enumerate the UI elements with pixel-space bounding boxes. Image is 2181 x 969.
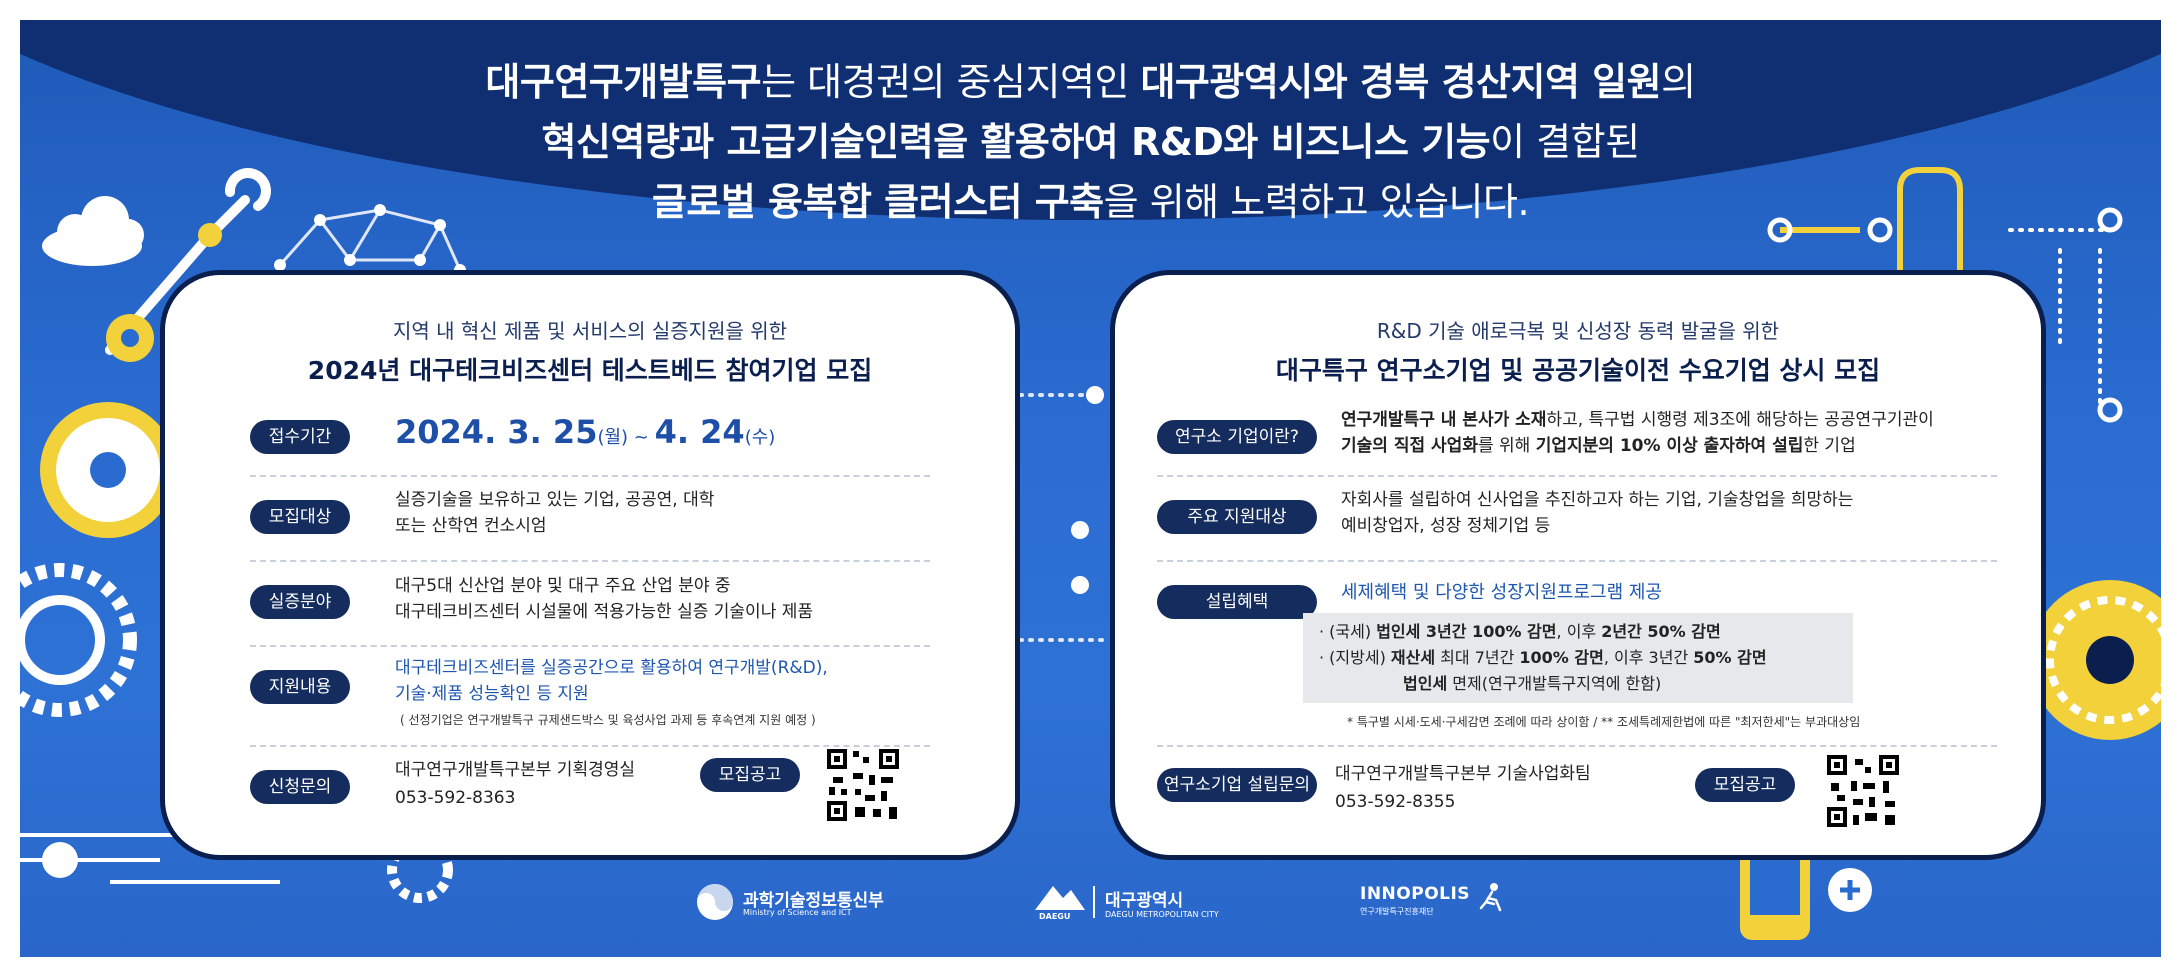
notice-button[interactable]: 모집공고 xyxy=(1695,768,1795,802)
period-label-pill: 접수기간 xyxy=(250,420,350,454)
phone-icon xyxy=(1740,840,1810,940)
period-date: 2024. 3. 25(월) ~ 4. 24(수) xyxy=(395,413,776,451)
headline-line-1: 대구연구개발특구는 대경권의 중심지역인 대구광역시와 경북 경산지역 일원의 xyxy=(485,60,1696,104)
contact-phone: 053-592-8363 xyxy=(395,788,516,808)
network-node-icons xyxy=(274,204,466,276)
target-text-2: 또는 산학연 컨소시엄 xyxy=(395,516,547,536)
support-label-pill: 지원내용 xyxy=(250,670,350,704)
target-text-2: 예비창업자, 성장 정체기업 등 xyxy=(1341,516,1551,536)
what-text-2: 기술의 직접 사업화를 위해 기업지분의 10% 이상 출자하여 설립한 기업 xyxy=(1341,436,1856,456)
divider xyxy=(250,475,930,477)
support-text-2: 기술·제품 성능확인 등 지원 xyxy=(395,684,589,704)
benefit-box: · (국세) 법인세 3년간 100% 감면, 이후 2년간 50% 감면 · … xyxy=(1303,613,1853,703)
contact-label-pill: 신청문의 xyxy=(250,770,350,804)
gear-left-bottom-icon xyxy=(20,563,137,717)
target-label-pill: 모집대상 xyxy=(250,500,350,534)
connector-ring-icons xyxy=(1071,386,1104,594)
target-label-pill: 주요 지원대상 xyxy=(1157,500,1317,534)
divider xyxy=(1157,475,1997,477)
benefit-local-tax: · (지방세) 재산세 최대 7년간 100% 감면, 이후 3년간 50% 감… xyxy=(1319,648,1767,667)
contact-team: 대구연구개발특구본부 기술사업화팀 xyxy=(1335,764,1591,784)
support-note: ( 선정기업은 연구개발특구 규제샌드박스 및 육성사업 과제 등 후속연계 지… xyxy=(400,713,816,727)
connector-dots xyxy=(1018,393,1112,642)
divider xyxy=(1157,560,1997,562)
card-subtitle: 지역 내 혁신 제품 및 서비스의 실증지원을 위한 xyxy=(392,319,788,343)
contact-phone: 053-592-8355 xyxy=(1335,792,1456,812)
benefit-note: * 특구별 시세·도세·구세감면 조례에 따라 상이함 / ** 조세특례제한법… xyxy=(1347,715,1861,729)
headline: 대구연구개발특구는 대경권의 중심지역인 대구광역시와 경북 경산지역 일원의 … xyxy=(20,52,2161,232)
circuit-lines-right xyxy=(1780,167,1963,320)
card-title: 대구특구 연구소기업 및 공공기술이전 수요기업 상시 모집 xyxy=(1275,356,1881,385)
what-text-1: 연구개발특구 내 본사가 소재하고, 특구법 시행령 제3조에 해당하는 공공연… xyxy=(1341,410,1934,430)
qr-code-icon[interactable] xyxy=(825,747,901,823)
runner-icon xyxy=(1479,883,1502,912)
research-institute-company-card: R&D 기술 애로극복 및 신성장 동력 발굴을 위한 대구특구 연구소기업 및… xyxy=(1110,270,2046,860)
card-title: 2024년 대구테크비즈센터 테스트베드 참여기업 모집 xyxy=(307,356,873,385)
benefit-national-tax: · (국세) 법인세 3년간 100% 감면, 이후 2년간 50% 감면 xyxy=(1319,622,1721,641)
mountain-logo-icon xyxy=(1035,886,1085,910)
field-text-1: 대구5대 신산업 분야 및 대구 주요 산업 분야 중 xyxy=(395,576,731,596)
divider xyxy=(250,645,930,647)
field-label-pill: 실증분야 xyxy=(250,585,350,619)
headline-line-2: 혁신역량과 고급기술인력을 활용하여 R&D와 비즈니스 기능이 결합된 xyxy=(541,120,1640,164)
divider xyxy=(1157,745,1997,747)
circuit-ring-icons xyxy=(1767,207,2123,423)
support-text-1: 대구테크비즈센터를 실증공간으로 활용하여 연구개발(R&D), xyxy=(395,658,828,678)
testbed-recruitment-card: 지역 내 혁신 제품 및 서비스의 실증지원을 위한 2024년 대구테크비즈센… xyxy=(160,270,1020,860)
divider xyxy=(250,745,930,747)
target-text-1: 자회사를 설립하여 신사업을 추진하고자 하는 기업, 기술창업을 희망하는 xyxy=(1341,490,1854,510)
banner: 대구연구개발특구는 대경권의 중심지역인 대구광역시와 경북 경산지역 일원의 … xyxy=(20,20,2161,957)
contact-label-pill: 연구소기업 설립문의 xyxy=(1157,768,1317,802)
gear-right-icon xyxy=(2030,580,2161,740)
benefit-title: 세제혜택 및 다양한 성장지원프로그램 제공 xyxy=(1341,582,1662,603)
field-text-2: 대구테크비즈센터 시설물에 적용가능한 실증 기술이나 제품 xyxy=(395,602,814,622)
benefit-label-pill: 설립혜택 xyxy=(1157,585,1317,619)
logo-divider xyxy=(1093,886,1095,918)
joint-icon xyxy=(198,223,222,247)
cloud-icon xyxy=(42,196,144,266)
divider xyxy=(250,560,930,562)
headline-line-3: 글로벌 융복합 클러스터 구축을 위해 노력하고 있습니다. xyxy=(651,180,1530,224)
decorative-illustration xyxy=(20,167,2161,940)
taegeuk-icon xyxy=(697,884,733,920)
notice-button[interactable]: 모집공고 xyxy=(700,758,800,792)
card-subtitle: R&D 기술 애로극복 및 신성장 동력 발굴을 위한 xyxy=(1376,319,1780,343)
circuit-dots-right xyxy=(2008,228,2122,422)
contact-office: 대구연구개발특구본부 기획경영실 xyxy=(395,760,636,780)
gear-large-icon xyxy=(40,402,176,538)
plus-icon-glyph xyxy=(1840,880,1860,900)
benefit-corporate-tax: 법인세 면제(연구개발특구지역에 한함) xyxy=(1403,674,1662,693)
target-text-1: 실증기술을 보유하고 있는 기업, 공공연, 대학 xyxy=(395,490,715,510)
what-label-pill: 연구소 기업이란? xyxy=(1157,420,1317,454)
qr-code-icon[interactable] xyxy=(1825,753,1901,829)
